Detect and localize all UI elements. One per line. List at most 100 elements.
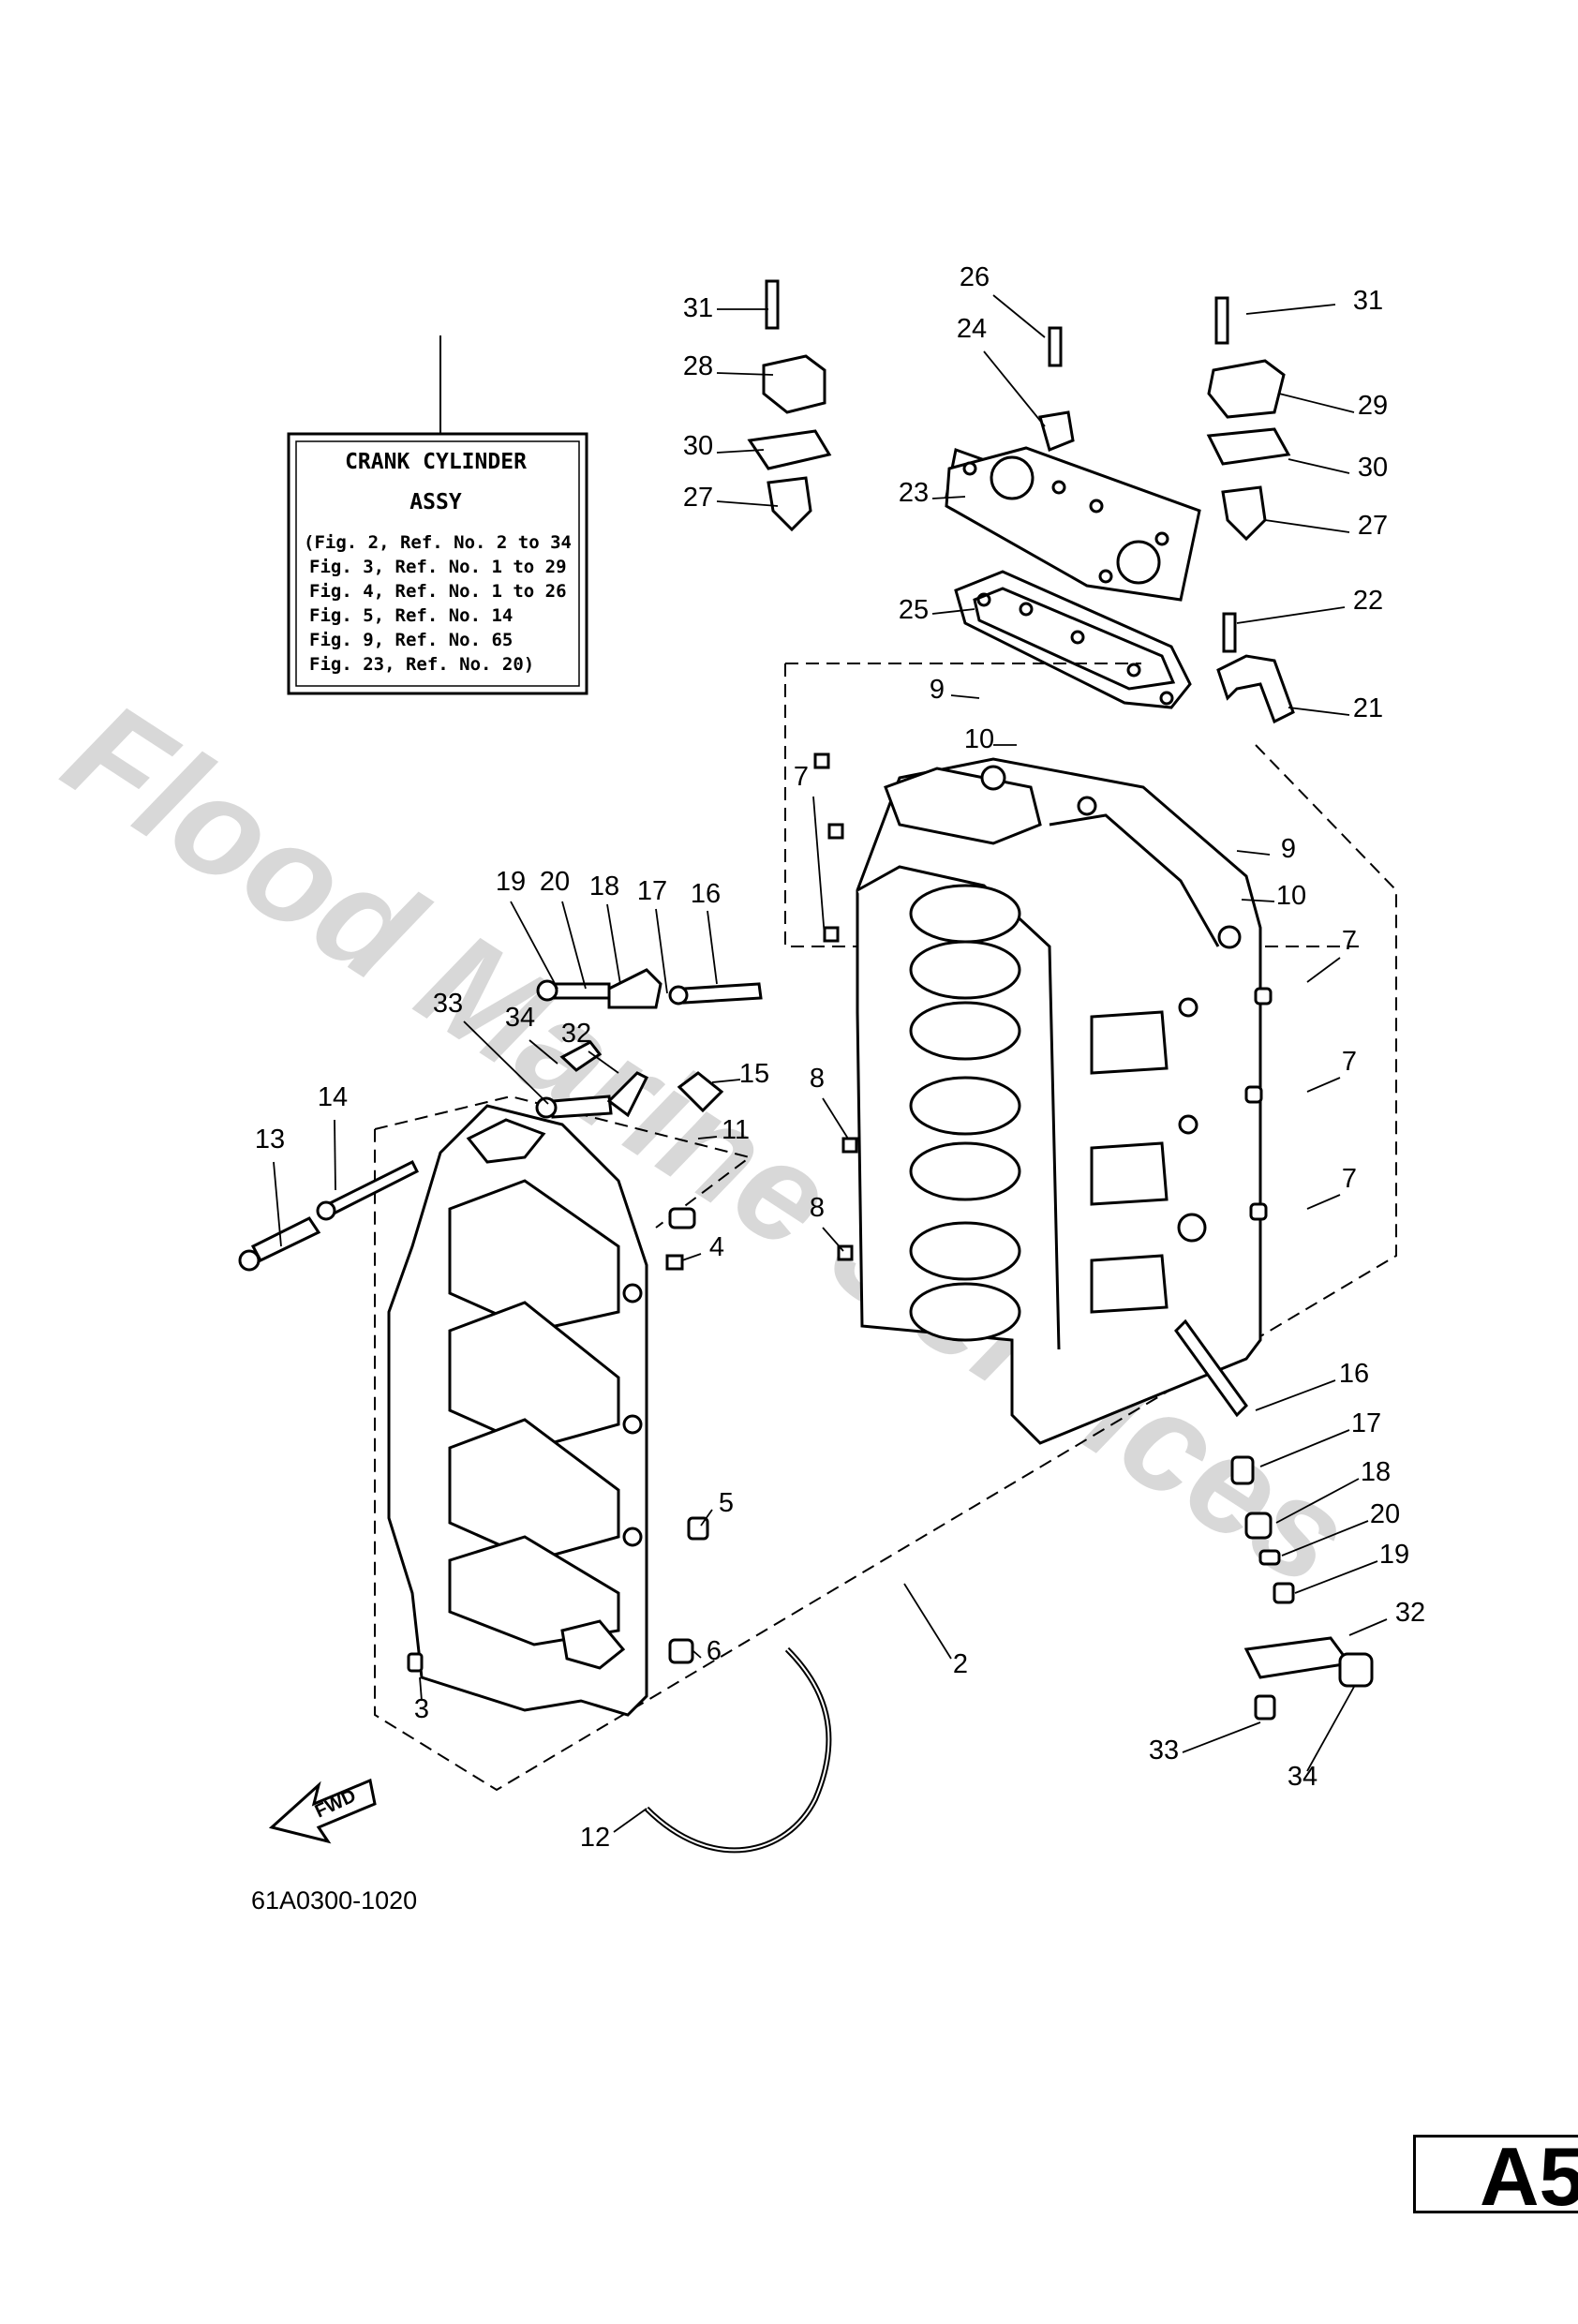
callout-number: 27 xyxy=(683,483,713,513)
callout-number: 31 xyxy=(683,293,713,323)
leader-line xyxy=(588,1050,619,1074)
leader-line xyxy=(1259,1429,1350,1467)
leader-line xyxy=(510,901,558,990)
callout-number: 32 xyxy=(561,1019,591,1049)
leader-line xyxy=(655,908,668,994)
callout-number: 29 xyxy=(1358,391,1388,421)
callout-number: 17 xyxy=(637,876,667,906)
info-box-title: CRANK CYLINDER xyxy=(345,450,527,474)
leader-line xyxy=(700,1509,713,1527)
diagram-code: 61A0300-1020 xyxy=(251,1886,417,1914)
leader-line xyxy=(1264,519,1350,533)
leader-line xyxy=(983,350,1046,427)
exhaust-cover-plate xyxy=(945,446,1201,602)
callout-number: 32 xyxy=(1395,1598,1425,1628)
callout-number: 10 xyxy=(964,724,994,754)
info-box-line: Fig. 3, Ref. No. 1 to 29 xyxy=(309,557,567,577)
leader-line xyxy=(273,1161,282,1247)
leader-line xyxy=(1241,899,1275,902)
info-box-line: Fig. 23, Ref. No. 20) xyxy=(309,654,534,675)
callout-number: 24 xyxy=(957,314,987,344)
callout-number: 12 xyxy=(580,1823,610,1853)
leader-line xyxy=(822,1097,849,1140)
callout-number: 7 xyxy=(1342,1164,1357,1194)
leader-line xyxy=(1236,850,1271,856)
callout-number: 23 xyxy=(899,478,929,508)
callout-number: 15 xyxy=(739,1059,769,1089)
leader-line xyxy=(716,500,779,507)
callout-number: 3 xyxy=(414,1694,429,1724)
leader-line xyxy=(606,903,621,985)
callout-number: 26 xyxy=(960,262,990,292)
leader-line xyxy=(463,1020,549,1105)
exhaust-cover-gasket xyxy=(954,570,1192,709)
callout-number: 19 xyxy=(496,867,526,897)
callout-number: 9 xyxy=(1281,834,1296,864)
callout-number: 34 xyxy=(1288,1762,1317,1792)
info-box-line: Fig. 9, Ref. No. 65 xyxy=(309,630,513,650)
leader-line xyxy=(1306,1686,1355,1772)
info-box-subtitle: ASSY xyxy=(409,490,462,514)
callout-number: 10 xyxy=(1276,881,1306,911)
leader-line xyxy=(1236,606,1346,624)
leader-line xyxy=(707,910,718,985)
callout-number: 27 xyxy=(1358,511,1388,541)
forward-direction-arrow: FWD xyxy=(268,1778,377,1844)
callout-number: 5 xyxy=(719,1488,734,1518)
callout-number: 7 xyxy=(1342,926,1357,956)
leader-line xyxy=(692,1650,702,1659)
leader-line xyxy=(681,1253,702,1261)
callout-number: 21 xyxy=(1353,693,1383,723)
callout-number: 7 xyxy=(1342,1047,1357,1077)
callout-number: 19 xyxy=(1379,1540,1409,1570)
leader-line xyxy=(1182,1721,1261,1753)
leader-line xyxy=(1275,1478,1360,1524)
assembly-info-box: CRANK CYLINDER ASSY (Fig. 2, Ref. No. 2 … xyxy=(287,335,588,695)
upper-small-parts xyxy=(747,279,1295,724)
callout-number: 22 xyxy=(1353,586,1383,616)
leader-line xyxy=(950,694,980,699)
cylinder-block xyxy=(856,757,1262,1445)
callout-number: 14 xyxy=(318,1082,348,1112)
callout-number: 28 xyxy=(683,351,713,381)
leader-line xyxy=(931,608,975,615)
callout-number: 13 xyxy=(255,1125,285,1155)
callout-number: 20 xyxy=(540,867,570,897)
leader-line xyxy=(528,1039,558,1065)
leader-line xyxy=(1288,458,1350,474)
leader-line xyxy=(931,496,966,499)
callout-number: 8 xyxy=(810,1064,825,1094)
page-badge-label: A5 xyxy=(1480,2130,1578,2223)
leader-line xyxy=(1306,1077,1341,1093)
callout-number: 30 xyxy=(1358,453,1388,483)
leader-line xyxy=(992,294,1046,338)
leader-line xyxy=(716,372,774,376)
callout-number: 25 xyxy=(899,595,929,625)
leader-line xyxy=(1278,393,1355,413)
info-box-line: Fig. 4, Ref. No. 1 to 26 xyxy=(309,581,567,602)
callout-number: 16 xyxy=(691,879,721,909)
page-badge: A5 xyxy=(1413,2134,1578,2220)
leader-line xyxy=(561,901,587,990)
leader-line xyxy=(1255,1379,1336,1411)
info-box-line: Fig. 5, Ref. No. 14 xyxy=(309,605,513,626)
callout-number: 33 xyxy=(433,989,463,1019)
info-box-line: (Fig. 2, Ref. No. 2 to 34 xyxy=(304,532,572,553)
leader-line xyxy=(613,1808,648,1833)
leader-line xyxy=(1306,1194,1341,1210)
callout-number: 7 xyxy=(794,762,809,792)
callout-number: 9 xyxy=(930,675,945,705)
callout-number: 6 xyxy=(707,1636,722,1666)
callout-number: 11 xyxy=(722,1115,750,1145)
leader-line xyxy=(822,1227,844,1252)
leader-line xyxy=(1306,957,1341,983)
leader-line xyxy=(1281,1520,1369,1557)
callout-number: 18 xyxy=(1361,1457,1391,1487)
callout-number: 4 xyxy=(709,1232,724,1262)
leader-line xyxy=(697,1136,718,1140)
leader-line xyxy=(812,796,826,938)
small-fasteners xyxy=(238,752,1374,1721)
callout-number: 2 xyxy=(953,1649,968,1679)
